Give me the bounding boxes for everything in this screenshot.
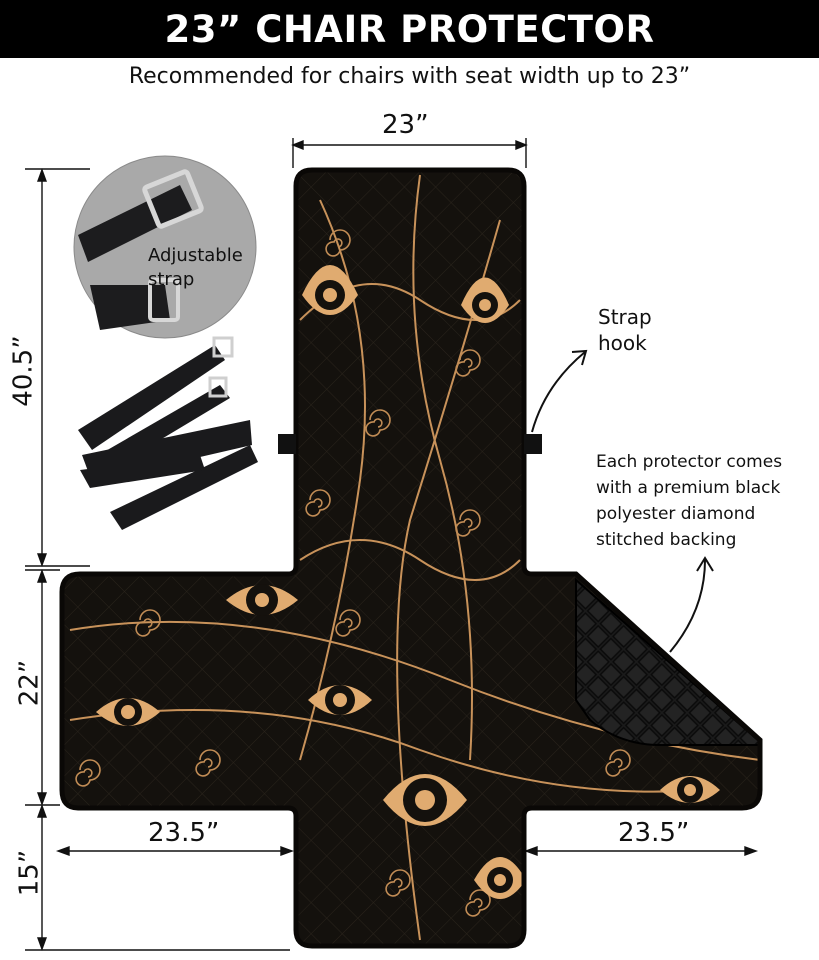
adjustable-strap-label: Adjustable strap — [148, 245, 243, 290]
right-arm-label: 23.5” — [618, 818, 690, 848]
seat-depth-label: 22” — [14, 659, 45, 707]
left-arm-label: 23.5” — [148, 818, 220, 848]
page-title: 23” CHAIR PROTECTOR — [164, 7, 655, 51]
strap-hook-label: Strap hook — [598, 305, 652, 355]
dimension-lines — [25, 138, 759, 952]
right-strap-hook — [524, 434, 542, 454]
curved-arrow-icon — [531, 349, 714, 653]
peacock-feather-eyes — [96, 265, 720, 899]
top-width-label: 23” — [382, 110, 429, 140]
back-height-label: 40.5” — [8, 335, 39, 407]
chair-protector-product — [59, 167, 763, 949]
backing-note: Each protector comes with a premium blac… — [596, 452, 783, 550]
strap-bundle-photo — [78, 336, 258, 530]
title-bar: 23” CHAIR PROTECTOR — [0, 0, 819, 58]
subtitle: Recommended for chairs with seat width u… — [128, 64, 691, 89]
front-flap-label: 15” — [14, 849, 45, 897]
adjustable-strap-photo — [73, 155, 257, 339]
left-strap-hook — [278, 434, 296, 454]
